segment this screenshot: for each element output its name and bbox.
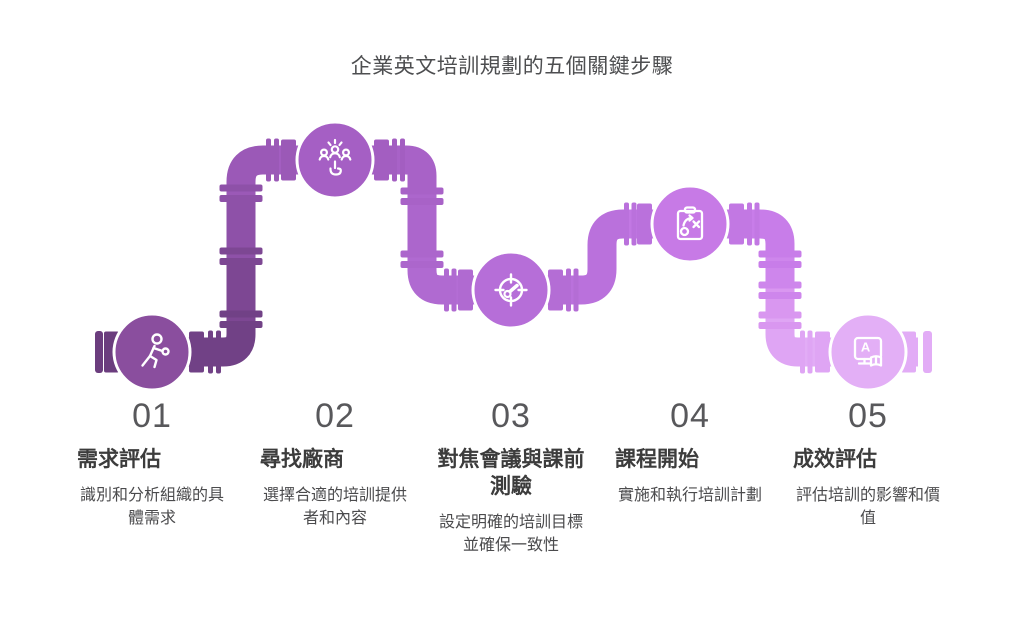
screen-book-icon: A <box>853 336 883 367</box>
step-description: 識別和分析組織的具體需求 <box>79 487 224 527</box>
coupling-ring <box>400 198 444 205</box>
step-number: 04 <box>670 397 710 435</box>
coupling-ring <box>758 311 802 319</box>
pipe-couplings-horizontal <box>208 138 813 374</box>
strategy-clipboard-icon <box>676 206 704 241</box>
flange <box>815 331 830 373</box>
coupling-ring <box>400 187 444 195</box>
coupling-bar <box>754 202 760 246</box>
step-2: 02 尋找廠商 選擇合適的培訓提供者和內容 <box>260 398 410 530</box>
step-number: 05 <box>848 397 888 435</box>
coupling-bar <box>800 330 805 374</box>
step-number: 02 <box>315 397 355 435</box>
flange <box>374 139 389 181</box>
coupling-bar <box>444 268 449 312</box>
step-title: 課程開始 <box>615 448 699 471</box>
pipe-elbow <box>765 317 804 367</box>
coupling-ring <box>758 292 802 299</box>
step-number: 03 <box>491 397 531 435</box>
flange <box>281 139 296 181</box>
pipe-s-bend <box>568 209 628 305</box>
coupling-bar <box>400 138 405 182</box>
step-3: 03 對焦會議與課前測驗 設定明確的培訓目標並確保一致性 <box>436 398 586 557</box>
pipe-start-cap <box>95 331 103 373</box>
flange <box>189 331 204 373</box>
coupling-bar <box>266 138 271 182</box>
target-gauge-icon <box>494 273 528 307</box>
step-node-5 <box>828 312 908 392</box>
pipe-elbow <box>200 316 256 367</box>
running-person-icon <box>141 333 170 369</box>
coupling-ring <box>758 322 802 329</box>
pipe-elbow <box>750 209 795 262</box>
coupling-bar <box>807 330 813 374</box>
flange <box>548 269 563 311</box>
pipe-elbow <box>226 145 284 196</box>
step-node-2 <box>295 120 375 200</box>
step-description: 評估培訓的影響和價值 <box>795 487 940 527</box>
coupling-bar <box>631 202 637 246</box>
step-1: 01 需求評估 識別和分析組織的具體需求 <box>77 398 227 530</box>
coupling-bar <box>451 268 457 312</box>
step-4: 04 課程開始 實施和執行培訓計劃 <box>615 398 765 507</box>
coupling-bar <box>747 202 752 246</box>
step-description: 設定明確的培訓目標並確保一致性 <box>438 514 583 554</box>
step-title: 成效評估 <box>793 448 877 471</box>
coupling-ring <box>400 261 444 268</box>
coupling-bar <box>392 138 397 182</box>
pipe-elbow <box>396 145 437 199</box>
coupling-bar <box>573 268 579 312</box>
coupling-ring <box>758 250 802 258</box>
coupling-ring <box>219 247 263 255</box>
flange <box>637 203 652 245</box>
flange <box>729 203 744 245</box>
pipe-elbow <box>407 256 462 305</box>
letter-a-glyph: A <box>861 340 871 355</box>
step-description: 選擇合適的培訓提供者和內容 <box>262 487 407 527</box>
coupling-bar <box>624 202 629 246</box>
coupling-ring <box>219 195 263 202</box>
coupling-bar <box>208 330 213 374</box>
step-title: 需求評估 <box>77 448 161 471</box>
coupling-ring <box>219 258 263 265</box>
step-title: 尋找廠商 <box>260 448 344 471</box>
pipe-end-cap <box>923 331 932 373</box>
step-number: 01 <box>132 397 172 435</box>
pipe-couplings-vertical <box>219 184 802 329</box>
coupling-ring <box>758 261 802 268</box>
coupling-ring <box>219 321 263 328</box>
step-title: 對焦會議與課前測驗 <box>437 448 585 498</box>
step-node-4 <box>650 184 730 264</box>
coupling-ring <box>758 281 802 289</box>
coupling-bar <box>216 330 221 374</box>
coupling-bar <box>566 268 571 312</box>
page-title: 企業英文培訓規劃的五個關鍵步驟 <box>350 55 674 78</box>
select-people-icon <box>318 138 352 176</box>
step-description: 實施和執行培訓計劃 <box>617 487 762 504</box>
step-5: 05 成效評估 評估培訓的影響和價值 <box>793 398 943 530</box>
coupling-ring <box>219 184 263 192</box>
flange <box>458 269 473 311</box>
coupling-ring <box>400 250 444 258</box>
coupling-bar <box>274 138 279 182</box>
coupling-ring <box>219 310 263 318</box>
